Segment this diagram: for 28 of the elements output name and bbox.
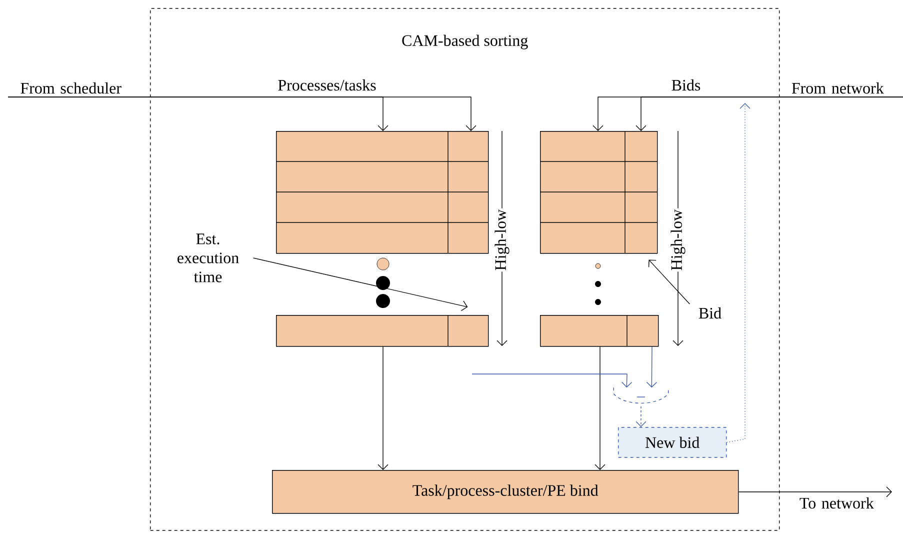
axis-label: High-low <box>494 208 510 272</box>
arrow <box>726 103 750 443</box>
edge-label: Bids <box>672 79 700 91</box>
text-label: To network <box>800 497 874 509</box>
dashed-frame <box>150 8 780 531</box>
axis-label: High-low <box>670 208 686 272</box>
text-label: Est. execution time <box>178 234 239 282</box>
arrow <box>594 346 606 470</box>
arrow <box>378 346 388 470</box>
edge-label: Processes/tasks <box>278 79 376 91</box>
queue-table <box>540 130 658 254</box>
bind-box: Task/process-cluster/PE bind <box>272 470 739 514</box>
arrow <box>253 258 468 311</box>
comparator-shape <box>613 387 669 404</box>
arrow <box>636 406 646 427</box>
table-row <box>540 314 659 347</box>
frame-title: CAM-based sorting <box>402 34 528 50</box>
arrow <box>648 260 690 304</box>
arrow <box>646 346 658 388</box>
queue-table <box>276 130 489 254</box>
arrow <box>472 374 632 388</box>
arrow <box>8 96 388 131</box>
new-bid-box: New bid <box>618 426 727 458</box>
text-label: From network <box>792 82 884 94</box>
text-label: Bid <box>698 307 722 319</box>
table-row <box>276 314 489 347</box>
text-label: From scheduler <box>20 82 122 94</box>
arrow <box>738 486 892 498</box>
